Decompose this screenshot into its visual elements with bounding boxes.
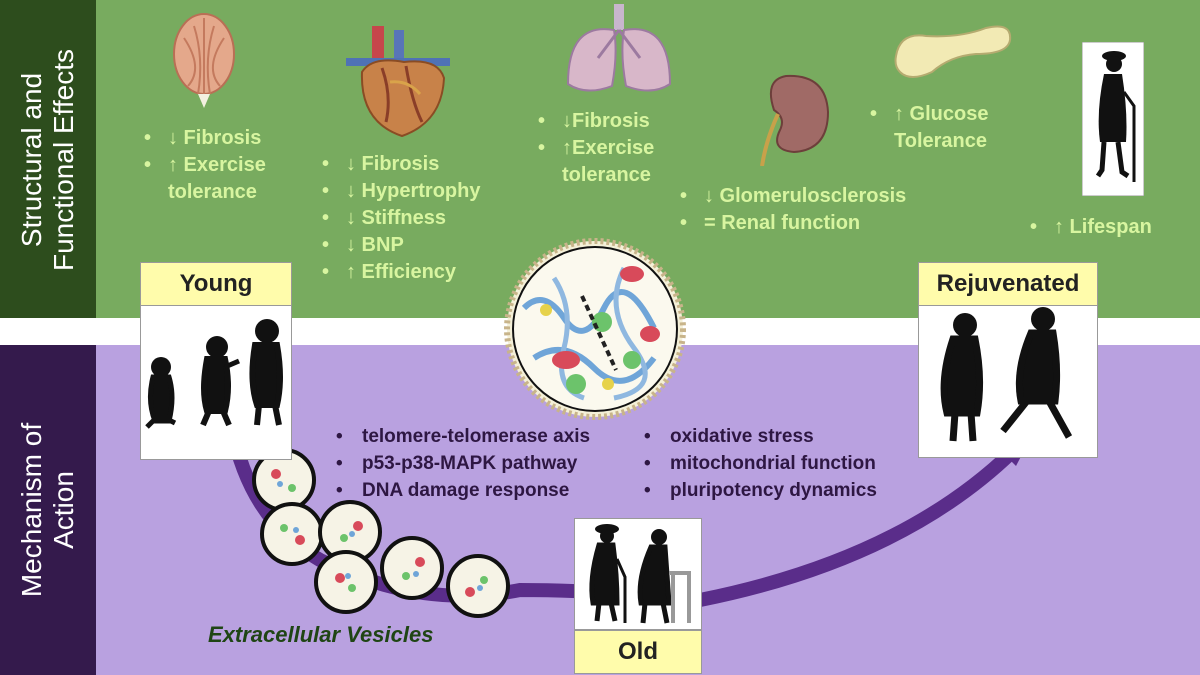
muscle-effects-list: ↓ Fibrosis ↑ Exercise tolerance: [144, 125, 266, 206]
pancreas-icon: [894, 25, 1012, 78]
mechanism-item: DNA damage response: [332, 477, 590, 504]
lung-effect-text-continued: tolerance: [562, 164, 651, 186]
muscle-effect-text-continued: tolerance: [168, 181, 257, 203]
kidney-effects-list: ↓ Glomerulosclerosis = Renal function: [680, 183, 906, 237]
heart-effect-item: ↓ BNP: [322, 232, 480, 259]
mechanism-item: pluripotency dynamics: [640, 477, 877, 504]
mechanism-item: telomere-telomerase axis: [332, 423, 590, 450]
kidney-effect-text: = Renal function: [704, 212, 861, 234]
heart-effect-item: ↓ Hypertrophy: [322, 178, 480, 205]
lung-effect-item: ↑Exercise tolerance: [538, 135, 654, 189]
lungs-icon: [566, 4, 672, 92]
rejuvenated-silhouette-icon: [940, 307, 1073, 442]
mechanism-side-panel: Mechanism of Action: [0, 345, 96, 675]
muscle-effect-item: ↑ Exercise tolerance: [144, 152, 266, 206]
rejuvenated-figures-image: [918, 300, 1098, 458]
heart-effect-text: ↑ Efficiency: [346, 261, 457, 283]
heart-effect-item: ↓ Fibrosis: [322, 151, 480, 178]
kidney-effect-item: ↓ Glomerulosclerosis: [680, 183, 906, 210]
heart-effect-item: ↑ Efficiency: [322, 259, 480, 286]
old-figures-image: [574, 518, 702, 630]
kidney-effect-text: ↓ Glomerulosclerosis: [704, 185, 907, 207]
elderly-woman-icon: [1082, 42, 1144, 196]
stage-label-young: Young: [140, 262, 292, 306]
lifespan-effect-item: ↑ Lifespan: [1030, 214, 1152, 241]
heart-effects-list: ↓ Fibrosis ↓ Hypertrophy ↓ Stiffness ↓ B…: [322, 151, 480, 286]
extracellular-vesicles-label: Extracellular Vesicles: [208, 622, 434, 647]
muscle-effect-text: ↓ Fibrosis: [168, 127, 262, 149]
mechanism-item: oxidative stress: [640, 423, 877, 450]
mechanism-item: p53-p38-MAPK pathway: [332, 450, 590, 477]
mechanism-item: mitochondrial function: [640, 450, 877, 477]
heart-effect-text: ↓ Stiffness: [346, 207, 447, 229]
mechanism-list-left: telomere-telomerase axis p53-p38-MAPK pa…: [332, 423, 590, 504]
extracellular-vesicles-icon: [252, 448, 510, 618]
lung-effect-text: ↓Fibrosis: [562, 110, 650, 132]
heart-effect-text: ↓ BNP: [346, 234, 404, 256]
muscle-effect-item: ↓ Fibrosis: [144, 125, 266, 152]
structural-effects-side-panel: Structural and Functional Effects: [0, 0, 96, 318]
extracellular-vesicle-closeup-icon: [504, 238, 686, 420]
heart-effect-text: ↓ Fibrosis: [346, 153, 440, 175]
kidney-effect-item: = Renal function: [680, 210, 906, 237]
elderly-couple-silhouette-icon: [589, 524, 691, 624]
stage-label-old: Old: [574, 630, 702, 674]
stage-label-rejuvenated: Rejuvenated: [918, 262, 1098, 306]
heart-effect-item: ↓ Stiffness: [322, 205, 480, 232]
heart-icon: [346, 26, 450, 138]
lung-effect-item: ↓Fibrosis: [538, 108, 654, 135]
lung-effect-text: ↑Exercise: [562, 137, 655, 159]
pancreas-effect-text-continued: Tolerance: [894, 130, 987, 152]
heart-effect-text: ↓ Hypertrophy: [346, 180, 481, 202]
pancreas-effect-text: ↑ Glucose: [894, 103, 989, 125]
muscle-effect-text: ↑ Exercise: [168, 154, 266, 176]
children-silhouette-icon: [145, 319, 283, 429]
mechanism-list-right: oxidative stress mitochondrial function …: [640, 423, 877, 504]
lifespan-effects-list: ↑ Lifespan: [1030, 214, 1152, 241]
kidney-icon: [760, 74, 830, 166]
muscle-icon: [173, 13, 235, 108]
lifespan-effect-text: ↑ Lifespan: [1054, 216, 1152, 238]
young-figures-image: [140, 300, 292, 460]
lung-effects-list: ↓Fibrosis ↑Exercise tolerance: [538, 108, 654, 189]
